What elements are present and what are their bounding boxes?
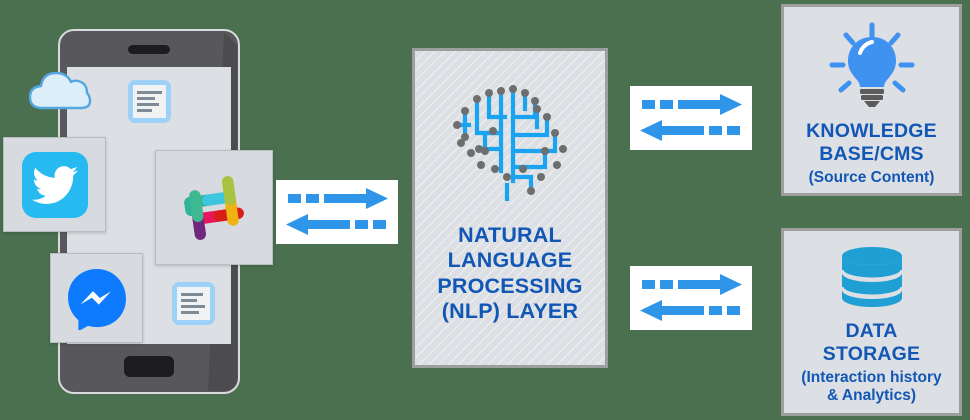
ds-title-line-1: DATA: [845, 320, 898, 342]
arrow-nlp-to-knowledge-base: [630, 86, 752, 150]
message-card-1: [126, 78, 173, 125]
slack-icon: [184, 175, 244, 240]
nlp-title-line-4: (NLP) LAYER: [441, 299, 579, 324]
document-icon: [128, 80, 171, 123]
circuit-brain-icon: [435, 73, 585, 204]
document-icon: [172, 282, 215, 325]
slack-app-card[interactable]: [155, 150, 273, 265]
kb-title-line-1: KNOWLEDGE: [806, 120, 937, 142]
ds-subtitle-line-2: & Analytics): [826, 387, 916, 405]
kb-title-line-2: BASE/CMS: [819, 143, 924, 165]
nlp-title-line-3: PROCESSING: [437, 273, 583, 298]
nlp-panel-title: NATURAL LANGUAGE PROCESSING (NLP) LAYER: [431, 223, 588, 324]
messenger-app-card[interactable]: [50, 253, 143, 343]
nlp-layer-panel[interactable]: NATURAL LANGUAGE PROCESSING (NLP) LAYER: [412, 48, 608, 368]
ds-subtitle-line-1: (Interaction history: [801, 369, 942, 386]
knowledge-base-subtitle: (Source Content): [808, 169, 935, 186]
ds-title-line-2: STORAGE: [822, 343, 921, 365]
data-storage-panel[interactable]: DATA STORAGE (Interaction history & Anal…: [781, 228, 962, 416]
nlp-title-line-2: LANGUAGE: [447, 248, 573, 273]
messenger-icon: [67, 269, 126, 330]
arrow-nlp-to-data-storage: [630, 266, 752, 330]
cloud-icon: [26, 62, 94, 118]
knowledge-base-panel[interactable]: KNOWLEDGE BASE/CMS (Source Content): [781, 4, 962, 196]
lightbulb-icon: [824, 21, 920, 112]
knowledge-base-title: KNOWLEDGE BASE/CMS: [806, 120, 937, 166]
message-card-2: [170, 280, 217, 327]
data-storage-title: DATA STORAGE: [823, 320, 920, 366]
twitter-app-card[interactable]: [3, 137, 106, 232]
arrow-device-to-nlp: [276, 180, 398, 244]
twitter-icon: [21, 151, 88, 218]
database-icon: [834, 245, 910, 312]
data-storage-subtitle: (Interaction history & Analytics): [801, 369, 941, 406]
nlp-title-line-1: NATURAL: [458, 223, 562, 247]
